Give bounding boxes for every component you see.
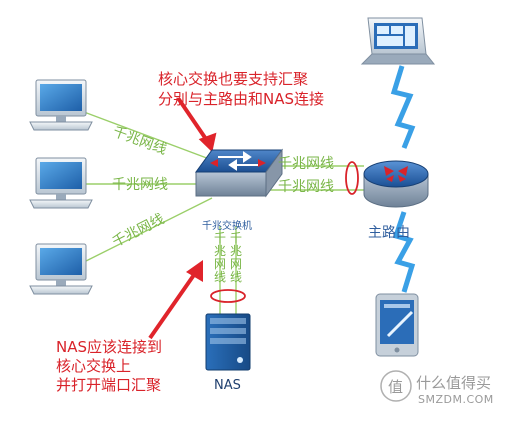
arrow-bottom [148, 260, 203, 340]
cable-label-nas-1: 千兆网线 [214, 231, 227, 284]
aggregation-ring-nas [210, 289, 246, 303]
aggregation-ring-router [345, 161, 359, 195]
cable-label-pc2: 千兆网线 [112, 177, 168, 193]
tablet-icon [375, 293, 419, 357]
cable-pc1-switch [83, 111, 213, 161]
core-switch-icon [195, 148, 283, 198]
nas-label: NAS [214, 378, 241, 393]
switch-label: 千兆交换机 [202, 221, 252, 232]
watermark-logo-char: 值 [388, 378, 404, 396]
arrow-top [176, 96, 217, 153]
cable-label-router-2: 千兆网线 [278, 179, 334, 195]
watermark-domain: SMZDM.COM [418, 393, 494, 406]
wireless-signal-bottom [392, 211, 416, 293]
main-router-icon [363, 160, 429, 208]
router-label: 主路由 [368, 225, 410, 241]
annotation-bottom-line3: 并打开端口汇聚 [56, 376, 162, 394]
desktop-computer-2-icon [29, 157, 93, 209]
wireless-signal-top [390, 65, 416, 149]
annotation-bottom-line2: 核心交换上 [56, 357, 132, 375]
cable-pc3-switch [83, 197, 213, 263]
laptop-icon [360, 17, 436, 65]
annotation-top-line1: 核心交换也要支持汇聚 [158, 70, 309, 88]
desktop-computer-3-icon [29, 243, 93, 295]
cable-label-router-1: 千兆网线 [278, 156, 334, 172]
desktop-computer-1-icon [29, 79, 93, 131]
annotation-bottom-line1: NAS应该连接到 [56, 338, 163, 356]
annotation-top-line2: 分别与主路由和NAS连接 [158, 90, 325, 108]
nas-server-icon [205, 313, 251, 371]
watermark-logo-icon [380, 370, 412, 402]
cable-label-nas-2: 千兆网线 [230, 231, 243, 284]
watermark-title: 什么值得买 [416, 374, 492, 392]
